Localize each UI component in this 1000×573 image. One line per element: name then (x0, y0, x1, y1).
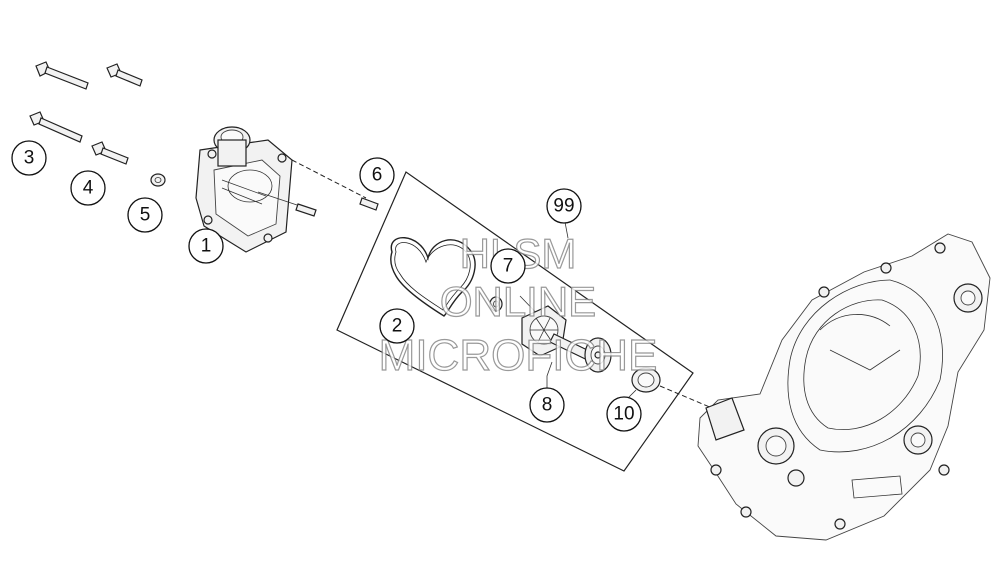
impeller-shaft (519, 295, 612, 373)
bolt-long-1 (35, 61, 89, 90)
callout-2: 2 (379, 308, 415, 344)
callout-label-10: 10 (613, 404, 634, 425)
callout-label-99: 99 (553, 196, 574, 217)
callout-10: 10 (606, 396, 642, 432)
bolt-short-2 (91, 141, 129, 165)
callout-7: 7 (490, 248, 526, 284)
callout-label-6: 6 (372, 165, 383, 186)
watermark-line-2: ONLINE (440, 278, 596, 325)
callout-3: 3 (11, 140, 47, 176)
callout-label-2: 2 (392, 316, 403, 337)
callout-label-4: 4 (83, 178, 94, 199)
seal-ring (489, 296, 503, 312)
callout-label-8: 8 (542, 395, 553, 416)
kit-frame (336, 171, 694, 472)
bolt-short-1 (106, 63, 143, 87)
callout-label-1: 1 (201, 236, 212, 257)
dowel-pin (295, 197, 379, 217)
gasket-inner-edge (394, 242, 471, 311)
shaft-seal (631, 367, 661, 393)
callout-label-3: 3 (24, 148, 35, 169)
washer-hole (154, 177, 162, 183)
callout-label-5: 5 (140, 205, 151, 226)
leader-8 (546, 361, 553, 390)
gasket (390, 237, 476, 317)
seal-ring-hole (493, 300, 499, 308)
callout-6: 6 (359, 157, 395, 193)
callout-99: 99 (546, 188, 582, 224)
watermark-line-3: MICROFICHE (379, 331, 658, 380)
washer (150, 173, 166, 187)
assembly-line-1 (291, 159, 367, 199)
engine-cover (697, 233, 991, 541)
callout-4: 4 (70, 170, 106, 206)
water-pump-cover (195, 126, 313, 253)
bolt-long-2 (29, 111, 83, 143)
callout-1: 1 (188, 228, 224, 264)
callout-8: 8 (529, 387, 565, 423)
assembly-line-2 (659, 385, 713, 409)
callout-label-7: 7 (503, 256, 514, 277)
callout-5: 5 (127, 197, 163, 233)
leader-99 (564, 221, 569, 239)
